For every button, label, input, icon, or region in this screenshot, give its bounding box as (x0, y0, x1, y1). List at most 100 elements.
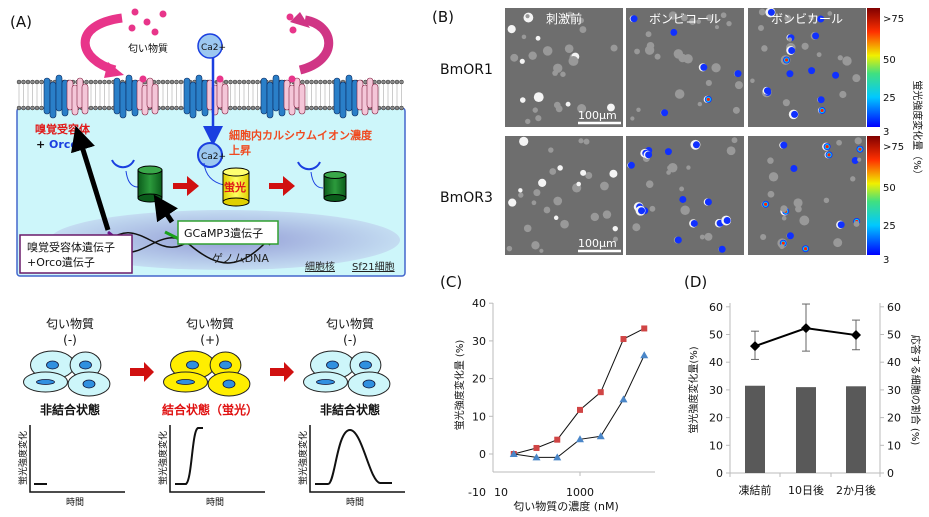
cell-spot (507, 25, 516, 34)
state-odorant-label: 匂い物質 (46, 316, 94, 331)
response-spot (734, 70, 742, 78)
response-spot (630, 15, 638, 23)
lipid-head (385, 105, 391, 111)
red-arrow-icon (173, 176, 199, 196)
state-label: 非結合状態 (320, 402, 380, 417)
response-spot (661, 109, 669, 117)
lipid-head (106, 79, 112, 85)
response-spot (808, 67, 816, 75)
cell-spot (645, 180, 654, 188)
lipid-head (313, 105, 319, 111)
y-tick-label: 40 (472, 297, 486, 310)
response-spot (692, 141, 700, 149)
lipid-head (232, 105, 238, 111)
lipid-head (394, 79, 400, 85)
y-tick-label-right: 50 (887, 329, 901, 342)
cell-spot (784, 14, 792, 22)
cell-spot (779, 244, 785, 250)
cell-spot (518, 192, 524, 198)
cell-spot (600, 181, 609, 191)
lipid-head (88, 105, 94, 111)
response-spot (764, 202, 768, 206)
column-label: ボンビカール (771, 12, 843, 26)
receptor-helix (260, 77, 268, 115)
receptor-helix (339, 81, 347, 119)
cell-spot (758, 8, 766, 16)
y-tick-label-left: 20 (709, 412, 723, 425)
cell-spot (734, 81, 743, 90)
lipid-head (255, 105, 260, 111)
calcium-rise-label-2: 上昇 (229, 143, 251, 157)
data-point-triangle (576, 435, 584, 443)
y-tick-label: 0 (479, 448, 486, 461)
response-spot (781, 241, 785, 245)
response-spot (700, 63, 708, 71)
scale-bar-label: 100μm (578, 237, 617, 250)
data-point-square (577, 406, 583, 413)
cell-spot (793, 198, 803, 208)
cell-spot (532, 107, 538, 113)
cell-spot (634, 48, 640, 55)
cell-spot (823, 197, 830, 204)
state-sign-label: (-) (63, 333, 77, 347)
cell-spot (578, 17, 585, 24)
orco-helix (81, 83, 89, 115)
red-arrow-icon (270, 362, 294, 382)
micrograph-0-1 (626, 8, 744, 127)
cell-spot (565, 101, 571, 107)
y-tick-label: 20 (472, 373, 486, 386)
receptor-label: 嗅覚受容体 (35, 122, 91, 136)
colorbar-tick: 3 (883, 255, 889, 266)
cell-spot (576, 181, 581, 187)
cell-spot (667, 165, 673, 171)
cell-spot (704, 232, 713, 241)
y-axis-label-left: 蛍光強度変化量(%) (687, 346, 700, 433)
response-spot (664, 148, 672, 156)
cell-nucleus-icon (316, 379, 335, 385)
cell-spot (539, 248, 544, 253)
bar (745, 385, 765, 473)
response-spot (791, 110, 799, 118)
state-odorant-label: 匂い物質 (326, 316, 374, 331)
lipid-head (381, 105, 386, 111)
calmodulin-icon (111, 159, 135, 169)
cell-spot (553, 215, 559, 221)
receptor-helix (195, 74, 203, 112)
receptor-helix (55, 74, 63, 112)
cell-spot (837, 55, 843, 61)
data-point-diamond (851, 330, 861, 341)
cell-spot (560, 219, 569, 229)
response-spot (690, 219, 698, 227)
expression-arrow-icon (71, 125, 111, 231)
orco-helix (298, 83, 306, 115)
lipid-head (93, 105, 98, 111)
receptor-gene-label-1: 嗅覚受容体遺伝子 (27, 240, 115, 254)
micrograph-1-1 (626, 136, 744, 255)
response-spot (812, 32, 820, 40)
cell-spot (518, 188, 523, 193)
lipid-head (21, 79, 26, 85)
cell-spot (706, 14, 713, 22)
cell-spot (761, 45, 768, 52)
cell-spot (578, 138, 584, 144)
lipid-head (223, 79, 229, 85)
cell-nucleus-icon (46, 360, 59, 370)
orco-helix (371, 83, 379, 115)
cell-spot (696, 19, 701, 24)
lipid-head (174, 79, 179, 85)
data-point-triangle (509, 450, 518, 457)
cell-nucleus-icon (362, 379, 376, 389)
cell-spot (842, 56, 852, 66)
y-tick-label-left: 0 (716, 467, 723, 480)
cell-spot (519, 58, 525, 64)
cell-spot (680, 14, 688, 22)
mini-graph-x-label: 時間 (66, 497, 84, 508)
cell-spot (726, 146, 736, 156)
response-spot (718, 245, 726, 253)
cell-spot (726, 20, 732, 27)
lipid-head (21, 105, 26, 111)
cell-spot (850, 176, 856, 182)
cell-spot (644, 45, 655, 55)
